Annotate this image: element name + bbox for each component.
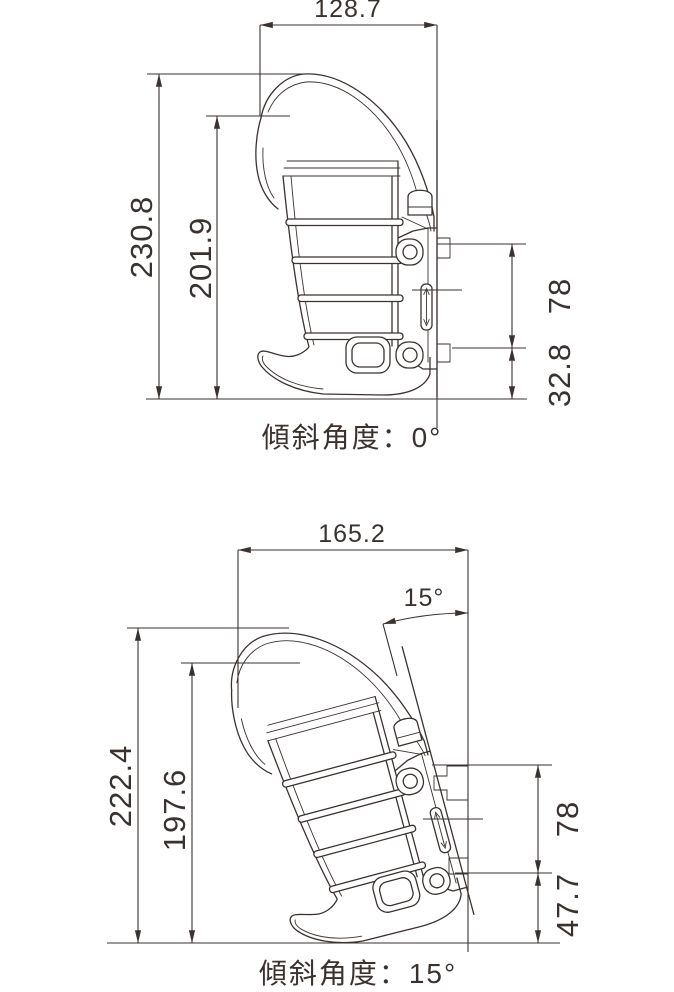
caption-tilt-15: 傾斜角度：15°	[259, 958, 457, 989]
luminaire-0deg	[255, 73, 438, 398]
wall-hook-bottom	[436, 343, 451, 363]
dim-offset-label: 32.8	[542, 343, 577, 407]
dim-width-label: 165.2	[318, 520, 386, 548]
dim-body-height-label: 197.6	[157, 769, 192, 852]
angle-arc	[382, 609, 469, 625]
dim-pitch-label: 78	[542, 278, 577, 314]
figure-tilt-0: 128.7 230.8 201.9 78 32.8 傾斜角度：0°	[124, 0, 577, 453]
tilt-extension-line	[382, 623, 398, 677]
tilt-angle-label: 15°	[404, 584, 445, 612]
dim-overall-height-label: 230.8	[124, 196, 159, 279]
dim-offset-label: 47.7	[550, 873, 585, 937]
wall-hook-top	[436, 237, 451, 259]
figure-tilt-15: 165.2 15° 222.4 197.6 78 47.7 傾斜角度：15°	[103, 520, 585, 989]
dim-pitch-label: 78	[550, 801, 585, 837]
dim-body-height-label: 201.9	[183, 217, 218, 300]
dim-width-label: 128.7	[314, 0, 382, 23]
wall-hook-top	[433, 765, 469, 801]
wall-hook-bottom	[448, 857, 469, 875]
luminaire-15deg	[214, 601, 475, 962]
dim-overall-height-label: 222.4	[103, 745, 138, 828]
caption-tilt-0: 傾斜角度：0°	[262, 422, 443, 453]
